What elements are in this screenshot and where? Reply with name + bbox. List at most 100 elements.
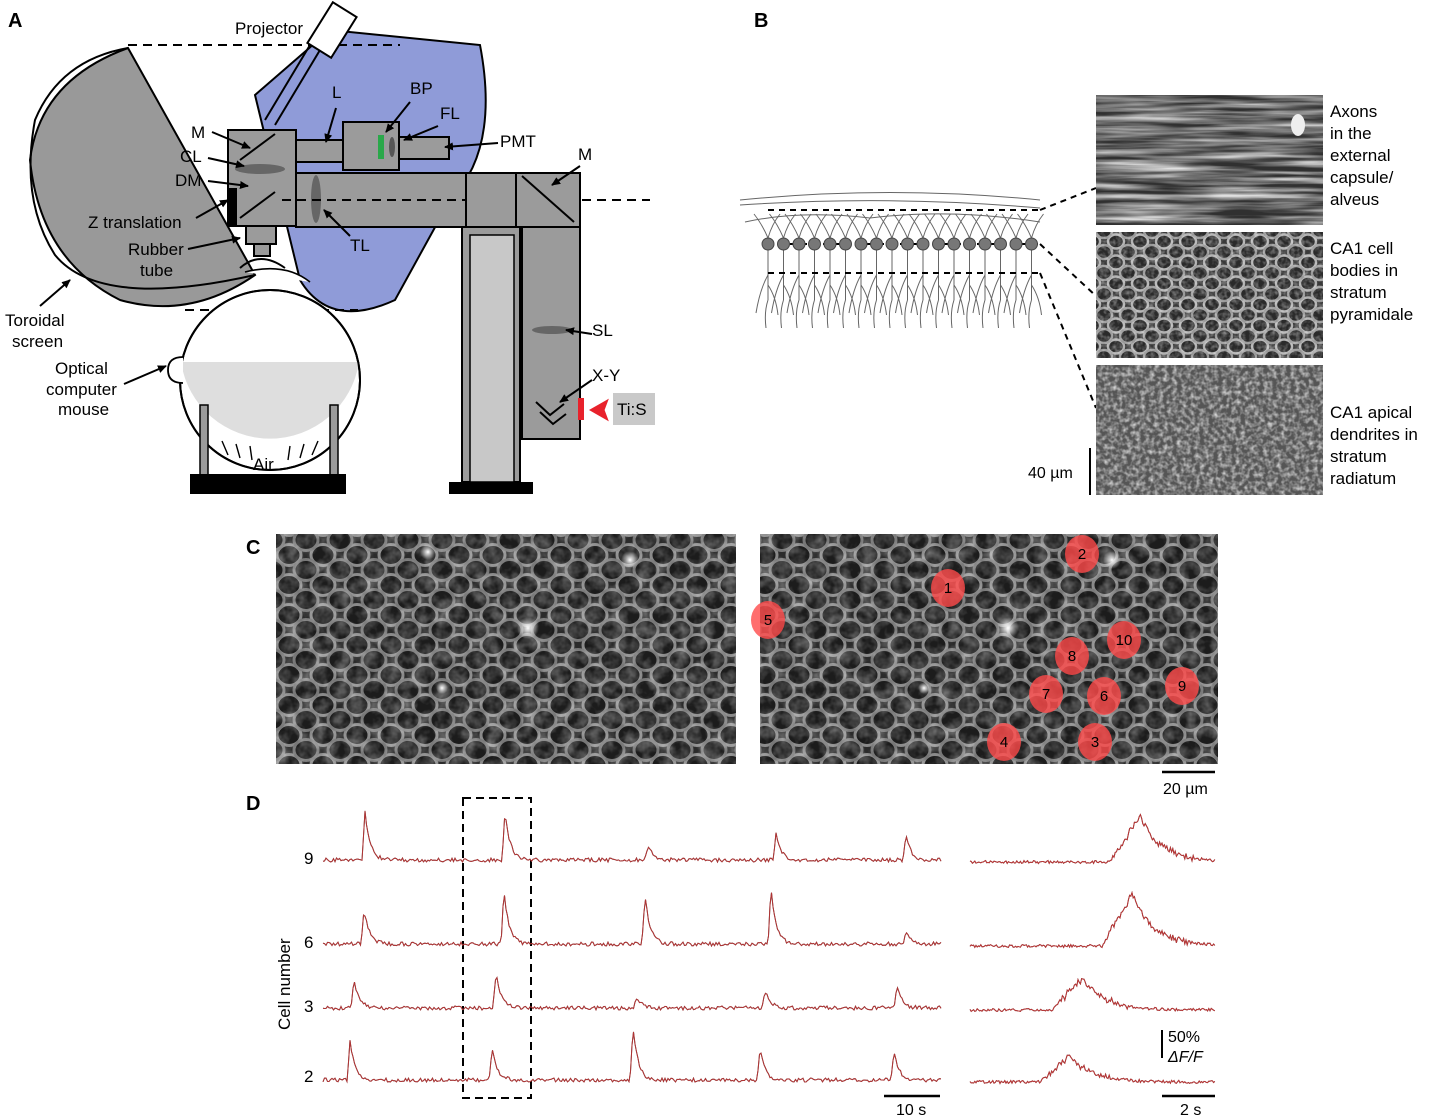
basal-dendrite bbox=[924, 213, 951, 239]
micrograph-labels: Axons in the external capsule/ alveus CA… bbox=[1330, 102, 1418, 488]
apical-dendrite bbox=[771, 250, 794, 329]
trace-row-2 bbox=[322, 1031, 1216, 1085]
label-rubber-tube-1: Rubber bbox=[128, 240, 184, 259]
trace-row-9 bbox=[322, 810, 1216, 865]
zoom-window bbox=[462, 797, 532, 1099]
basal-dendrite bbox=[986, 213, 1013, 239]
row-label-6: 6 bbox=[304, 933, 313, 952]
label-cl: CL bbox=[180, 147, 202, 166]
panel-label-c: C bbox=[246, 537, 260, 559]
label-optical-mouse-3: mouse bbox=[58, 400, 109, 419]
zoom-trace-raw bbox=[969, 813, 1216, 865]
basal-dendrite bbox=[939, 213, 967, 239]
trace-raw bbox=[322, 976, 942, 1012]
trace-fit bbox=[322, 976, 942, 1012]
label-z-translation: Z translation bbox=[88, 213, 182, 232]
label-projector: Projector bbox=[235, 19, 303, 38]
soma bbox=[761, 237, 775, 251]
soma bbox=[947, 237, 961, 251]
projector: Projector bbox=[235, 0, 358, 126]
apical-dendrite bbox=[957, 250, 980, 329]
zoom-trace-fit bbox=[969, 977, 1216, 1013]
cell-number-2: 2 bbox=[1078, 546, 1086, 563]
toroidal-screen bbox=[28, 46, 257, 308]
label-m-right: M bbox=[578, 145, 592, 164]
cell-overlay-6: 6 bbox=[1087, 677, 1121, 715]
apical-dendrite bbox=[802, 250, 825, 329]
label-axons-2: in the bbox=[1330, 124, 1372, 143]
basal-dendrite bbox=[955, 213, 982, 239]
cell-number-6: 6 bbox=[1100, 688, 1108, 705]
basal-dendrite bbox=[908, 213, 936, 239]
soma bbox=[916, 237, 930, 251]
apical-dendrite bbox=[755, 250, 779, 329]
label-bp: BP bbox=[410, 79, 433, 98]
cell-overlay-5: 5 bbox=[751, 601, 785, 639]
soma bbox=[839, 237, 852, 251]
label-toroidal-screen-1: Toroidal bbox=[5, 311, 65, 330]
soma bbox=[792, 237, 806, 251]
panel-label-a: A bbox=[8, 10, 22, 32]
micrograph-c-left bbox=[276, 534, 736, 764]
micrograph-cell-bodies bbox=[1096, 232, 1323, 358]
zoom-trace-fit bbox=[969, 890, 1216, 949]
label-xy: X-Y bbox=[592, 366, 620, 385]
apical-dendrite bbox=[848, 250, 872, 329]
label-somata-2: bodies in bbox=[1330, 261, 1398, 280]
cell-number-8: 8 bbox=[1068, 648, 1076, 665]
label-pmt: PMT bbox=[500, 132, 536, 151]
apical-dendrite bbox=[833, 250, 856, 329]
soma bbox=[823, 237, 837, 251]
scale-label-40um: 40 µm bbox=[1028, 465, 1073, 482]
calcium-traces bbox=[322, 810, 1216, 1085]
micrograph-dendrites bbox=[1096, 365, 1323, 495]
scale-label-2s: 2 s bbox=[1180, 1102, 1201, 1119]
label-dendrites-3: stratum bbox=[1330, 447, 1387, 466]
label-rubber-tube-2: tube bbox=[140, 261, 173, 280]
basal-dendrite bbox=[815, 213, 843, 239]
cell-number-3: 3 bbox=[1091, 734, 1099, 751]
cell-number-5: 5 bbox=[764, 612, 772, 629]
trace-fit bbox=[322, 810, 942, 864]
scan-column bbox=[449, 172, 655, 494]
label-somata-1: CA1 cell bbox=[1330, 239, 1393, 258]
soma bbox=[870, 237, 883, 251]
cell-number-7: 7 bbox=[1042, 686, 1050, 703]
label-axons-5: alveus bbox=[1330, 190, 1379, 209]
soma bbox=[978, 237, 992, 251]
basal-dendrite bbox=[893, 213, 920, 239]
apical-dendrite bbox=[988, 250, 1011, 329]
cell-overlay-10: 10 bbox=[1107, 621, 1141, 659]
soma bbox=[885, 237, 899, 251]
label-l: L bbox=[332, 83, 341, 102]
trace-fit bbox=[322, 1031, 942, 1084]
basal-dendrite bbox=[970, 213, 998, 239]
row-label-9: 9 bbox=[304, 849, 313, 868]
scale-label-amp-1: 50% bbox=[1168, 1029, 1200, 1046]
basal-dendrite bbox=[862, 213, 889, 239]
apical-dendrite bbox=[817, 250, 841, 329]
cell-number-1: 1 bbox=[944, 580, 952, 597]
basal-dendrite bbox=[753, 213, 781, 239]
cell-overlay-4: 4 bbox=[987, 723, 1021, 761]
label-optical-mouse-2: computer bbox=[46, 380, 117, 399]
soma bbox=[1025, 237, 1038, 251]
cell-number-9: 9 bbox=[1178, 678, 1186, 695]
panel-b: B Axons in the bbox=[739, 10, 1418, 495]
apical-dendrite bbox=[972, 250, 996, 329]
soma bbox=[777, 237, 790, 251]
label-optical-mouse-1: Optical bbox=[55, 359, 108, 378]
label-air: Air bbox=[253, 455, 274, 474]
scale-label-10s: 10 s bbox=[896, 1102, 926, 1119]
cell-overlay-8: 8 bbox=[1055, 637, 1089, 675]
basal-dendrite bbox=[831, 213, 858, 239]
label-tis: Ti:S bbox=[617, 400, 647, 419]
zoom-trace-fit bbox=[969, 1054, 1216, 1085]
apical-dendrite bbox=[879, 250, 903, 329]
label-somata-3: stratum bbox=[1330, 283, 1387, 302]
apical-dendrite bbox=[910, 250, 934, 329]
soma bbox=[1009, 237, 1023, 251]
trace-raw bbox=[322, 810, 942, 864]
trace-raw bbox=[322, 1031, 942, 1084]
